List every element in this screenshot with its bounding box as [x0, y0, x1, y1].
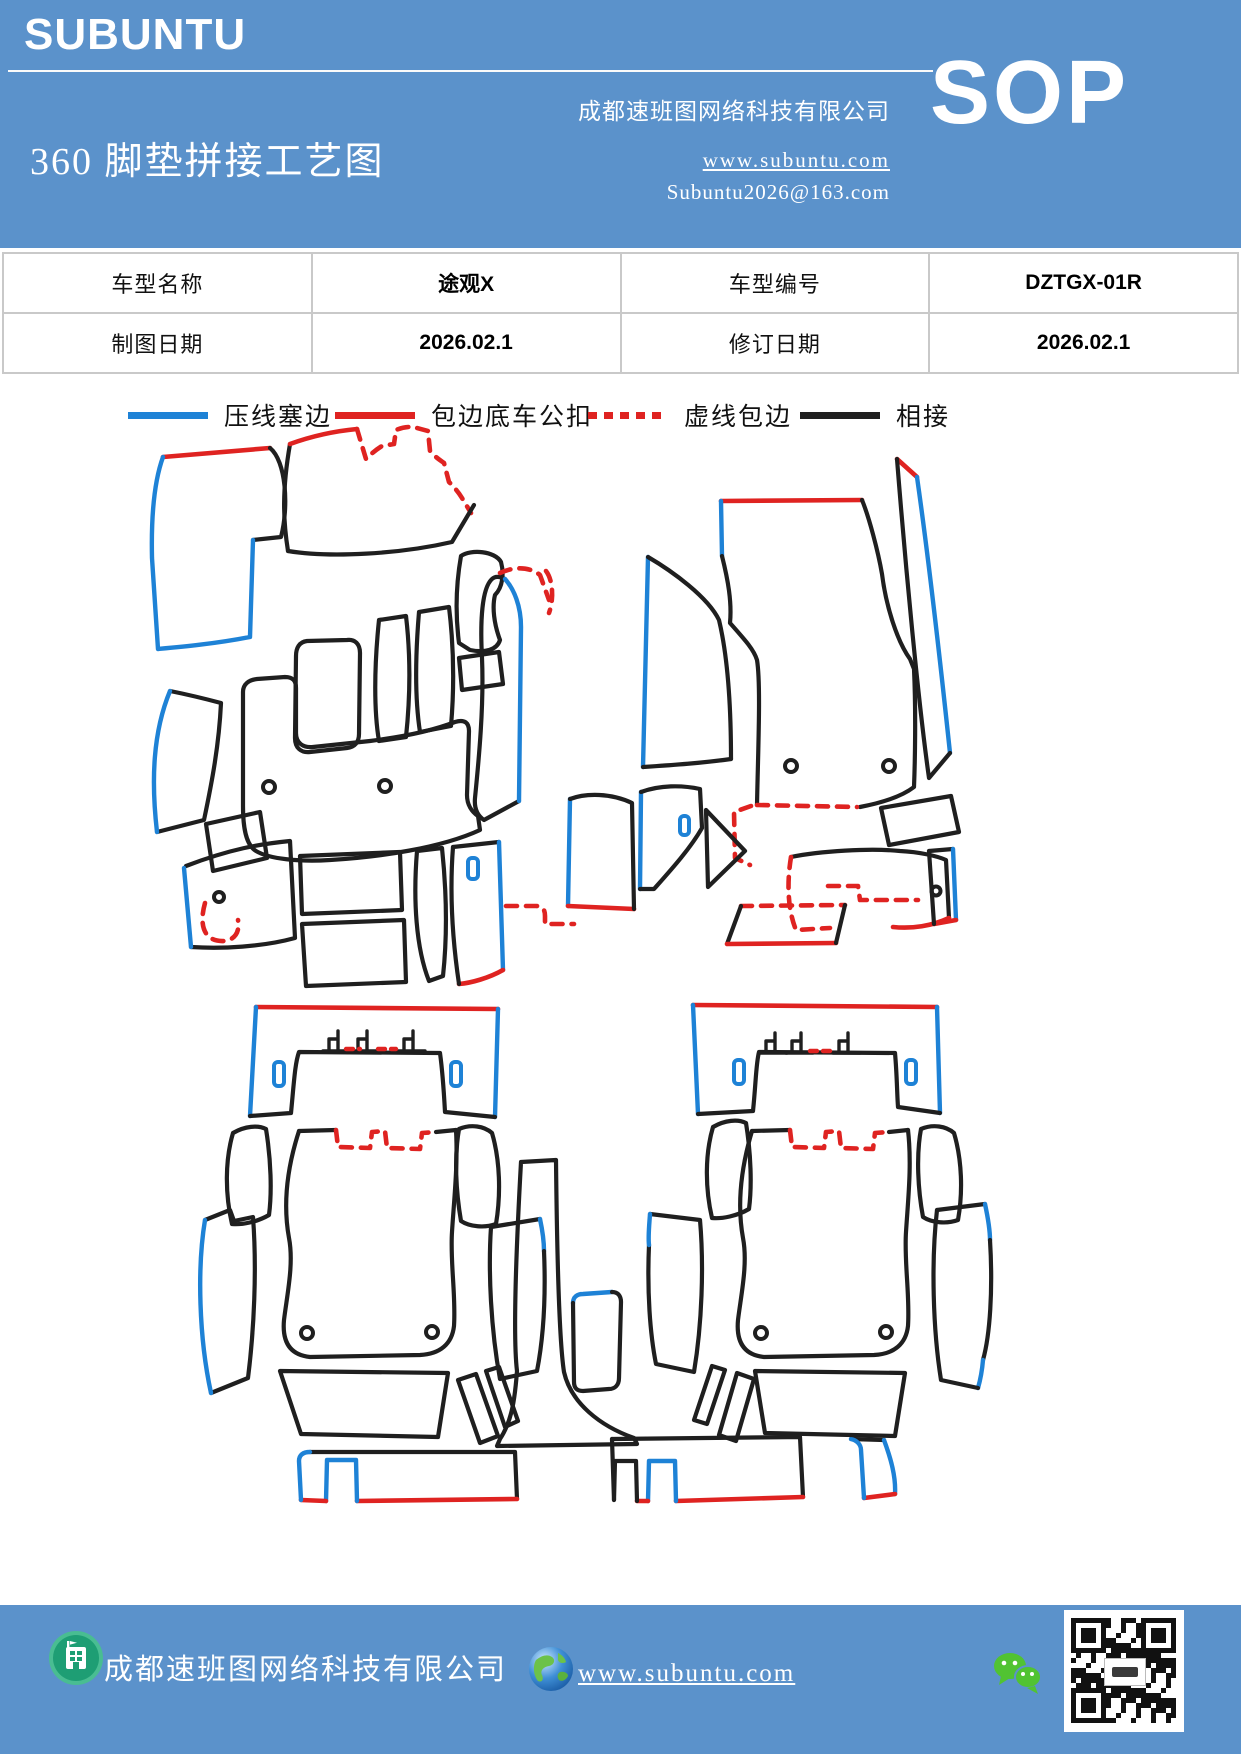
vehicle-info-table: 车型名称 途观X 车型编号 DZTGX-01R 制图日期 2026.02.1 修… [2, 252, 1239, 374]
revise-date-label: 修订日期 [619, 312, 931, 374]
footer-website-link[interactable]: www.subuntu.com [578, 1660, 796, 1687]
header-band: SUBUNTU 360 脚垫拼接工艺图 成都速班图网络科技有限公司 SOP ww… [0, 0, 1241, 248]
header-website-link[interactable]: www.subuntu.com [702, 148, 890, 172]
header-divider [8, 70, 933, 72]
wechat-icon [994, 1653, 1042, 1694]
diagram-center-tunnel-piece [494, 1157, 640, 1449]
building-icon [49, 1631, 103, 1685]
footer-company-name: 成都速班图网络科技有限公司 [104, 1654, 508, 1686]
sop-badge: SOP [930, 43, 1130, 143]
draw-date-value: 2026.02.1 [310, 312, 622, 374]
vehicle-name-label: 车型名称 [2, 252, 313, 314]
red-dashed-line-swatch [588, 411, 668, 419]
table-row: 车型名称 途观X 车型编号 DZTGX-01R [2, 252, 1239, 314]
legend-label: 压线塞边 [224, 404, 333, 431]
globe-icon [529, 1647, 573, 1691]
legend-label: 包边底车公扣 [431, 404, 594, 431]
legend-label: 虚线包边 [684, 404, 793, 431]
draw-date-label: 制图日期 [2, 312, 313, 374]
table-row: 制图日期 2026.02.1 修订日期 2026.02.1 [2, 312, 1239, 374]
header-company-name: 成都速班图网络科技有限公司 [578, 99, 890, 124]
black-line-swatch [800, 411, 880, 419]
diagram-front-right-mat [543, 456, 962, 947]
header-email: Subuntu2026@163.com [666, 180, 890, 204]
vehicle-code-value: DZTGX-01R [928, 252, 1239, 314]
diagram-rear-right-mat [609, 1002, 994, 1504]
diagram-front-left-mat [149, 424, 577, 989]
qr-center-logo [1104, 1658, 1146, 1686]
page-title: 360 脚垫拼接工艺图 [30, 141, 385, 183]
brand-logo: SUBUNTU [24, 10, 247, 59]
red-line-swatch [335, 411, 415, 419]
legend-label: 相接 [896, 404, 951, 431]
legend-item-blue: 压线塞边 [128, 398, 332, 432]
diagram-rear-left-mat [198, 1004, 624, 1504]
legend-item-red: 包边底车公扣 [335, 398, 593, 432]
vehicle-code-label: 车型编号 [619, 252, 931, 314]
qr-code-grid [1071, 1618, 1176, 1723]
qr-code [1064, 1610, 1184, 1732]
legend-item-black: 相接 [800, 398, 950, 432]
legend-item-red-dashed: 虚线包边 [588, 398, 792, 432]
vehicle-name-value: 途观X [310, 252, 622, 314]
revise-date-value: 2026.02.1 [928, 312, 1239, 374]
blue-line-swatch [128, 411, 208, 419]
